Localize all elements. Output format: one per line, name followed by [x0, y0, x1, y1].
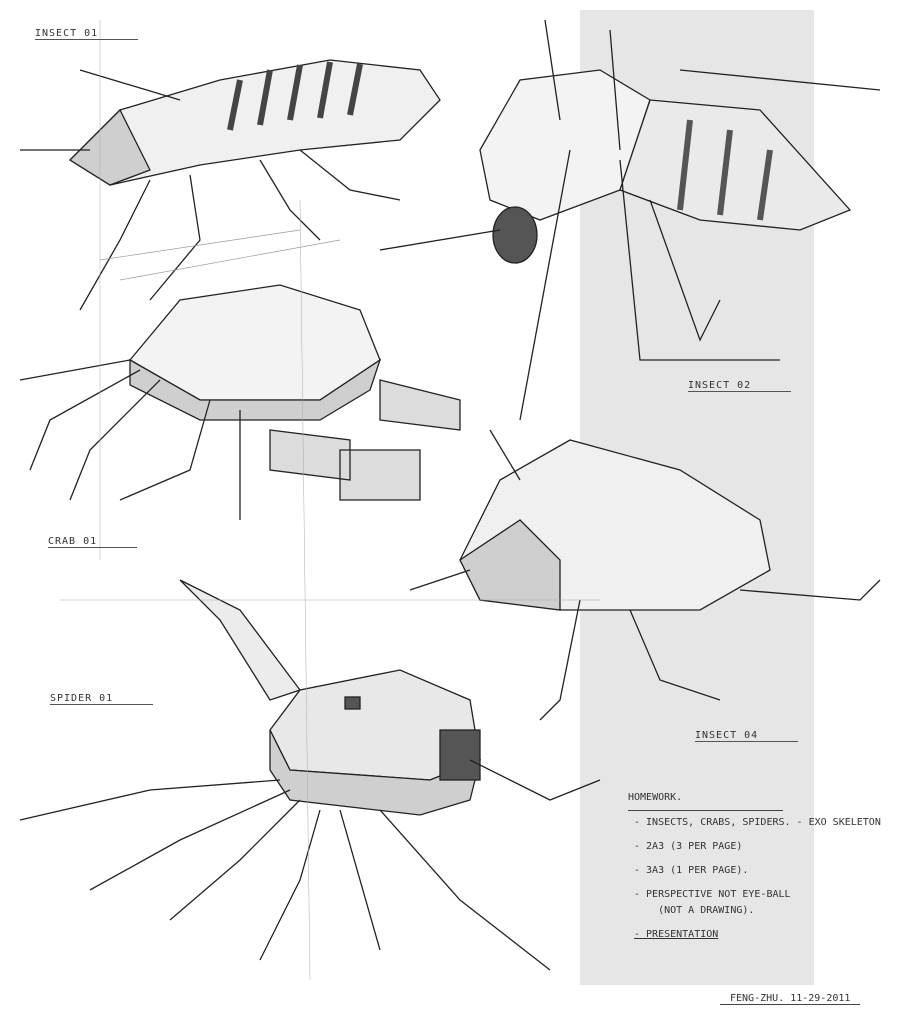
note-item: - PERSPECTIVE NOT EYE-BALL (NOT A DRAWIN… [634, 889, 791, 916]
label-insect-01: INSECT 01 [35, 28, 139, 40]
note-item: - INSECTS, CRABS, SPIDERS. - EXO SKELETO… [634, 817, 881, 828]
label-insect-04: INSECT 04 [695, 730, 799, 742]
spider-01-drawing [19, 579, 601, 971]
insect-04-drawing [409, 429, 881, 721]
note-item: - 3A3 (1 PER PAGE). [634, 865, 749, 876]
notes-title: HOMEWORK. [628, 786, 783, 811]
insect-01-drawing [20, 59, 441, 311]
label-crab-01: CRAB 01 [48, 536, 138, 548]
homework-notes: HOMEWORK. - INSECTS, CRABS, SPIDERS. - E… [628, 786, 881, 947]
note-item: - 2A3 (3 PER PAGE) [634, 841, 743, 852]
label-insect-02: INSECT 02 [688, 380, 792, 392]
note-item: - PRESENTATION [634, 929, 719, 940]
crab-01-drawing [19, 284, 461, 520]
label-spider-01: SPIDER 01 [50, 693, 154, 705]
signature: FENG-ZHU. 11-29-2011 [720, 993, 861, 1005]
insect-02-drawing [379, 19, 881, 421]
